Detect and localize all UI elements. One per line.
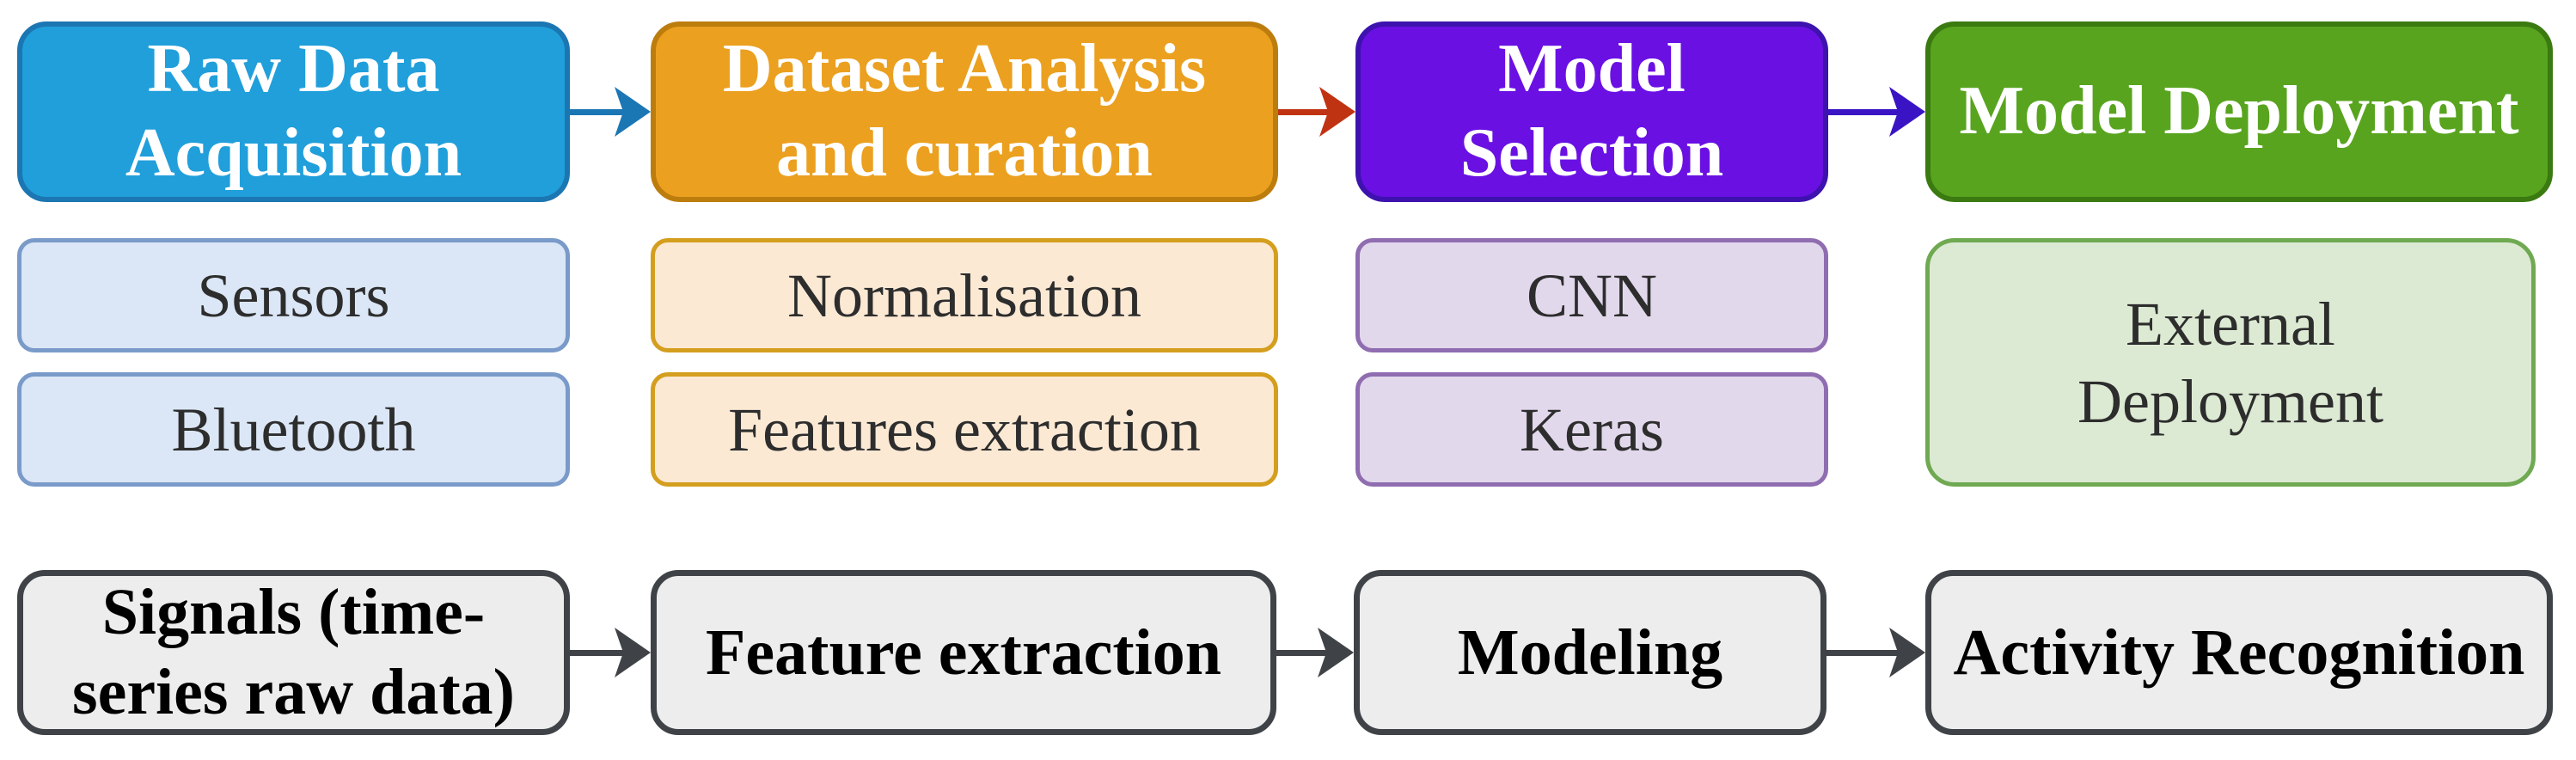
arrow-line bbox=[1276, 649, 1330, 656]
stage-label-model-deployment: Model Deployment bbox=[1959, 73, 2519, 150]
arrow-line bbox=[570, 108, 627, 115]
step-box-signals: Signals (time- series raw data) bbox=[17, 570, 570, 735]
stage-box-raw-data-acquisition: Raw Data Acquisition bbox=[17, 21, 570, 202]
arrow-signals-to-feature-extraction bbox=[570, 628, 651, 677]
arrow-analysis-to-selection bbox=[1278, 87, 1355, 137]
sub-box-normalisation: Normalisation bbox=[651, 238, 1278, 352]
sub-box-features-extraction: Features extraction bbox=[651, 372, 1278, 487]
arrow-acquisition-to-analysis bbox=[570, 87, 651, 137]
arrow-selection-to-deployment bbox=[1828, 87, 1925, 137]
sub-label-normalisation: Normalisation bbox=[787, 260, 1141, 330]
stage-label-dataset-analysis: Dataset Analysis and curation bbox=[722, 31, 1207, 191]
sub-box-cnn: CNN bbox=[1355, 238, 1828, 352]
stage-box-model-selection: Model Selection bbox=[1355, 21, 1828, 202]
sub-box-keras: Keras bbox=[1355, 372, 1828, 487]
step-label-modeling: Modeling bbox=[1457, 616, 1723, 689]
stage-box-model-deployment: Model Deployment bbox=[1925, 21, 2553, 202]
sub-label-cnn: CNN bbox=[1526, 260, 1657, 330]
step-box-activity-recognition: Activity Recognition bbox=[1925, 570, 2553, 735]
sub-label-external-deployment: External Deployment bbox=[2077, 289, 2383, 436]
arrow-modeling-to-activity-recognition bbox=[1826, 628, 1925, 677]
arrow-line bbox=[1278, 108, 1331, 115]
arrow-feature-extraction-to-modeling bbox=[1276, 628, 1354, 677]
step-label-feature-extraction: Feature extraction bbox=[705, 616, 1222, 689]
sub-box-external-deployment: External Deployment bbox=[1925, 238, 2536, 487]
sub-label-keras: Keras bbox=[1520, 395, 1664, 464]
sub-box-sensors: Sensors bbox=[17, 238, 570, 352]
sub-box-bluetooth: Bluetooth bbox=[17, 372, 570, 487]
sub-label-features-extraction: Features extraction bbox=[728, 395, 1201, 464]
sub-label-sensors: Sensors bbox=[197, 260, 390, 330]
step-box-modeling: Modeling bbox=[1354, 570, 1826, 735]
step-label-signals: Signals (time- series raw data) bbox=[72, 576, 515, 728]
stage-box-dataset-analysis: Dataset Analysis and curation bbox=[651, 21, 1278, 202]
sub-label-bluetooth: Bluetooth bbox=[171, 395, 416, 464]
step-box-feature-extraction: Feature extraction bbox=[651, 570, 1276, 735]
stage-label-model-selection: Model Selection bbox=[1459, 31, 1724, 191]
step-label-activity-recognition: Activity Recognition bbox=[1953, 616, 2525, 689]
arrow-line bbox=[1826, 649, 1901, 656]
arrow-line bbox=[570, 649, 627, 656]
stage-label-raw-data-acquisition: Raw Data Acquisition bbox=[125, 31, 462, 191]
arrow-line bbox=[1828, 108, 1901, 115]
